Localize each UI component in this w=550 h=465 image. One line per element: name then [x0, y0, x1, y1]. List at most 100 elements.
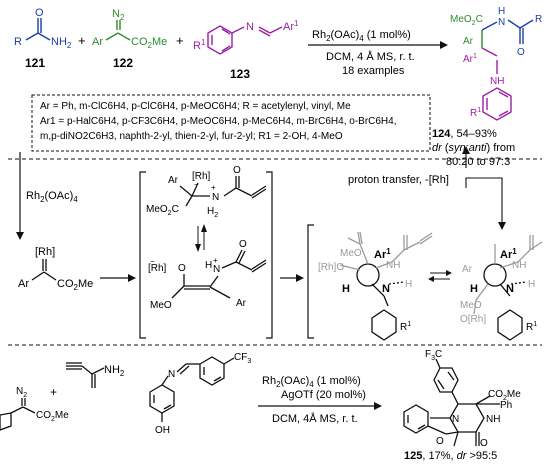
svg-text:Ar1: Ar1 [283, 19, 299, 33]
p124-h: H [498, 6, 505, 17]
svg-text:MeO2C: MeO2C [450, 14, 483, 27]
ts1-newman [339, 231, 433, 341]
ts1-ar1: Ar [374, 249, 387, 261]
scope-line-3: m,p-diNO2C6H3, naphth-2-yl, thien-2-yl, … [40, 131, 343, 142]
cond1-examples: 18 examples [342, 65, 405, 77]
diazo-122-ester: CO [131, 36, 148, 48]
svg-text:NH2: NH2 [51, 36, 72, 50]
ylide1-h: H [207, 206, 214, 217]
label-121: 121 [25, 56, 45, 70]
svg-text:N2: N2 [16, 386, 27, 399]
r2-diazo [0, 398, 36, 431]
p124-ar1: Ar [463, 54, 474, 65]
r2-imine [149, 356, 235, 422]
p125-f: F [425, 349, 431, 360]
p124-n: N [498, 17, 505, 28]
cond2-load: (1 mol%) [317, 375, 361, 387]
svg-text:R1: R1 [193, 38, 206, 52]
ylide2-o2: O [239, 239, 247, 250]
svg-text:Ar1: Ar1 [374, 247, 391, 261]
mech-rh: Rh [26, 190, 40, 202]
p124-o: O [517, 47, 525, 58]
plus-sign-1: + [78, 33, 86, 48]
imine-123-ar: Ar [283, 21, 294, 33]
p125-nh: NH [486, 414, 500, 425]
carbene-ester-tail: Me [78, 278, 93, 290]
r2-imine-n: N [168, 369, 175, 380]
svg-text:Rh2(OAc)4: Rh2(OAc)4 [26, 190, 78, 204]
p125-dr-value: >95:5 [469, 450, 497, 462]
r2-diazo-ester: CO [36, 410, 51, 421]
diazo-122-n: N [112, 8, 120, 20]
scope-line-1: Ar = Ph, m-ClC6H4, p-ClC6H4, p-MeOC6H4; … [40, 101, 351, 112]
p125-ester-tail: Me [507, 389, 521, 400]
ts2-ar1: Ar [500, 249, 513, 261]
p125-ph: Ph [500, 400, 512, 411]
svg-text:Ar1: Ar1 [463, 53, 477, 65]
p124-c: C [476, 14, 483, 25]
ts1-r1: R [400, 322, 407, 333]
p124-syn: syn [449, 142, 466, 154]
cond2-additive: AgOTf (20 mol%) [281, 389, 366, 401]
p124-nh: NH [490, 76, 504, 87]
svg-text:R1: R1 [400, 321, 411, 333]
svg-text:NH2: NH2 [104, 364, 125, 378]
svg-text:CO2Me: CO2Me [36, 410, 69, 423]
svg-text:124, 54–93%: 124, 54–93% [432, 128, 497, 140]
ts1-h2: H [342, 283, 350, 295]
mech-oac: (OAc) [45, 190, 74, 202]
r2-imine-cf: CF [234, 352, 247, 363]
svg-text:N2: N2 [112, 8, 125, 22]
p125-ester: CO [488, 389, 503, 400]
ts2-meo: MeO [460, 300, 482, 311]
svg-text:−: − [150, 257, 155, 266]
ylide2 [171, 249, 267, 299]
ylide1-c: C [172, 204, 179, 215]
ts1-n: N [382, 283, 390, 295]
carbene-ester: CO [57, 278, 74, 290]
diazo-122 [105, 20, 131, 41]
label-123: 123 [230, 67, 250, 81]
ts2-r1: R [526, 322, 533, 333]
diazo-122-ar: Ar [92, 36, 103, 48]
r2-amide-nh: NH [104, 364, 120, 376]
svg-text:+: + [213, 256, 218, 265]
ylide1-n: N [212, 192, 219, 203]
p125-yield: , 17%, [422, 450, 453, 462]
plus-sign-2: + [176, 33, 184, 48]
p124-from: from [493, 142, 515, 154]
ts2-h2: H [470, 283, 478, 295]
p124-ar: Ar [463, 36, 474, 47]
cond1-load: (1 mol%) [367, 29, 411, 41]
ts1-h: H [405, 279, 412, 290]
ylide2-h: H [205, 260, 212, 271]
r2-diazo-ester-tail: Me [55, 410, 69, 421]
product-125 [403, 358, 500, 447]
p125-c: C [435, 349, 442, 360]
cond2-oac: (OAc) [281, 375, 310, 387]
svg-text:MeO2C: MeO2C [146, 204, 179, 217]
scope-box [31, 94, 431, 152]
cond1-rh: Rh [312, 29, 326, 41]
proton-transfer-label: proton transfer, -[Rh] [348, 174, 449, 186]
svg-text:CO2Me: CO2Me [488, 389, 521, 402]
svg-text:CO2Me: CO2Me [131, 36, 167, 50]
p125-o: O [436, 436, 444, 447]
cond1-oac: (OAc) [331, 29, 360, 41]
ylide2-o: O [178, 263, 186, 274]
svg-text:+: + [211, 183, 216, 192]
p124-dr: dr [432, 142, 443, 154]
ylide1-ar: Ar [168, 175, 179, 186]
imine-123-r: R [193, 40, 201, 52]
ylide2-n: N [213, 264, 220, 275]
p125-n: N [452, 414, 459, 425]
ylide2-ar: Ar [236, 298, 247, 309]
r2-diazo-n: N [16, 386, 23, 397]
svg-text:H2: H2 [207, 206, 218, 219]
ts1-rho: [Rh]O [318, 262, 344, 273]
product-124 [481, 19, 534, 121]
svg-text:R1: R1 [526, 321, 537, 333]
cond2-solvent: DCM, 4Å MS, r. t. [272, 412, 358, 425]
